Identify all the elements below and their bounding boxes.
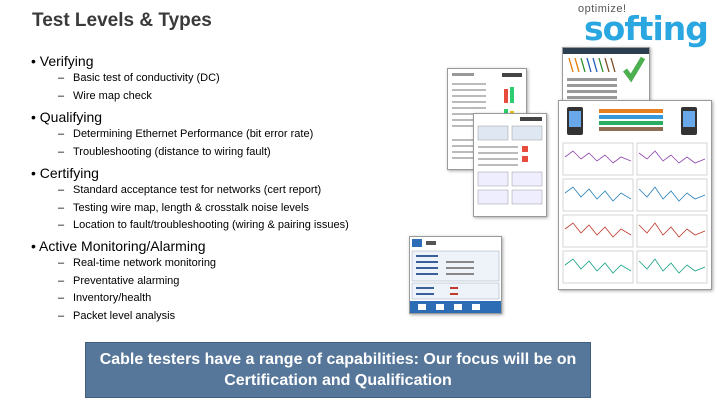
- list-item: Determining Ethernet Performance (bit er…: [31, 126, 313, 144]
- monitoring-screenshot: [409, 236, 502, 314]
- list-item: Testing wire map, length & crosstalk noi…: [31, 200, 349, 218]
- list-item: Wire map check: [31, 88, 220, 106]
- list-item: Basic test of conductivity (DC): [31, 70, 220, 88]
- list-item: Packet level analysis: [31, 308, 216, 326]
- device-graphs-screenshot: [558, 100, 712, 290]
- section-verifying: • Verifying Basic test of conductivity (…: [31, 52, 220, 105]
- certify-report-screenshot: [473, 113, 547, 217]
- verify-screenshot: [562, 47, 650, 105]
- section-heading: • Qualifying: [31, 109, 103, 125]
- section-heading: • Verifying: [31, 53, 94, 69]
- section-heading: • Certifying: [31, 165, 99, 181]
- wiremap-thumbnail-image: [563, 48, 649, 99]
- section-heading: • Active Monitoring/Alarming: [31, 238, 206, 254]
- cert-report-thumbnail-image: [477, 117, 543, 205]
- section-qualifying: • Qualifying Determining Ethernet Perfor…: [31, 108, 313, 161]
- list-item: Real-time network monitoring: [31, 255, 216, 273]
- summary-banner: Cable testers have a range of capabiliti…: [85, 342, 591, 398]
- softing-logo: optimize! softing: [570, 3, 709, 48]
- list-item: Preventative alarming: [31, 273, 216, 291]
- monitoring-thumbnail-image: [410, 239, 501, 313]
- graphs-thumbnail-image: [562, 107, 708, 284]
- list-item: Standard acceptance test for networks (c…: [31, 182, 349, 200]
- section-monitoring: • Active Monitoring/Alarming Real-time n…: [31, 237, 216, 325]
- logo-brand: softing: [584, 9, 709, 48]
- page-title: Test Levels & Types: [32, 10, 212, 31]
- list-item: Inventory/health: [31, 290, 216, 308]
- section-certifying: • Certifying Standard acceptance test fo…: [31, 164, 349, 235]
- list-item: Troubleshooting (distance to wiring faul…: [31, 144, 313, 162]
- list-item: Location to fault/troubleshooting (wirin…: [31, 217, 349, 235]
- logo-tagline: optimize!: [578, 3, 627, 15]
